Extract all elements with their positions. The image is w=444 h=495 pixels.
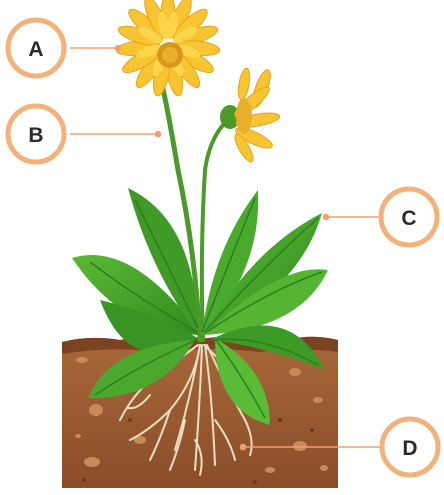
svg-text:B: B (28, 124, 43, 147)
label-badge-b: B (8, 106, 64, 162)
side-flower (220, 67, 281, 164)
label-badge-c: C (381, 189, 437, 245)
label-badge-a: A (8, 20, 64, 76)
main-flower (116, 0, 221, 97)
label-badge-d: D (382, 419, 438, 475)
svg-text:D: D (402, 437, 417, 460)
svg-text:C: C (401, 207, 416, 230)
svg-text:A: A (28, 38, 43, 61)
